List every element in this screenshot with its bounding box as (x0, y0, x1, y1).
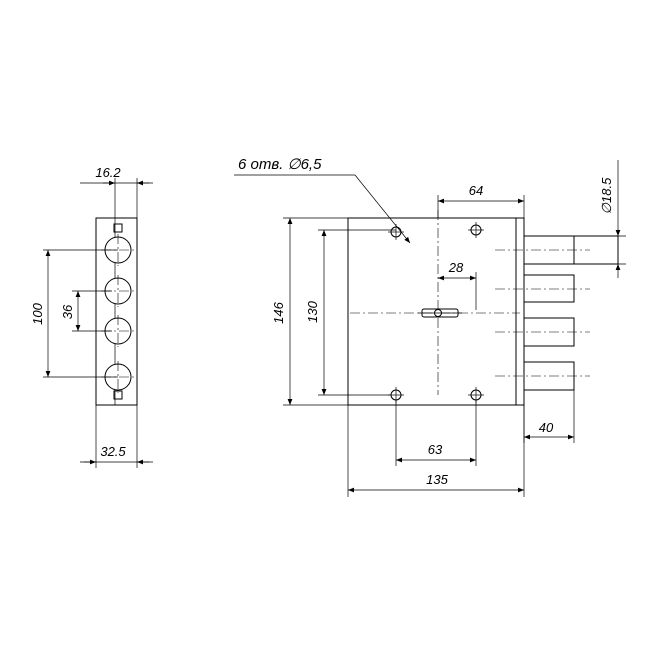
dim-bolt-length-40: 40 (523, 390, 575, 443)
dim-width-63: 63 (395, 400, 477, 466)
dim-height-146: 146 (271, 217, 348, 406)
dim-base-width-label: 32.5 (100, 444, 126, 459)
dim-base-width: 32.5 (80, 405, 153, 468)
dim-top-width-label: 16.2 (95, 165, 121, 180)
hole-note: 6 отв. ∅6,5 (234, 156, 411, 244)
dim-width-63-label: 63 (428, 442, 443, 457)
dim-pitch-36: 36 (60, 290, 112, 332)
mounting-hole (468, 222, 484, 238)
keyhole (418, 308, 462, 318)
lock-body (347, 217, 525, 406)
dim-height-130-label: 130 (305, 300, 320, 322)
hole-note-label: 6 отв. ∅6,5 (238, 156, 322, 173)
dim-width-28: 28 (438, 260, 477, 310)
dim-bolt-diameter-label: ∅18.5 (599, 177, 614, 214)
dim-width-28-label: 28 (448, 260, 464, 275)
dim-bolt-length-40-label: 40 (539, 420, 554, 435)
dim-height-100: 100 (30, 249, 118, 378)
dim-pitch-36-label: 36 (60, 304, 75, 319)
dim-width-64: 64 (437, 183, 525, 218)
front-view: 6 отв. ∅6,5 146 130 64 (234, 156, 626, 497)
side-view: 16.2 100 36 32.5 (30, 165, 153, 468)
dim-width-64-label: 64 (469, 183, 483, 198)
dim-top-width: 16.2 (80, 165, 153, 218)
square-mark-top (113, 223, 123, 233)
bolt (523, 274, 575, 303)
centerlines (350, 249, 590, 377)
dim-height-146-label: 146 (271, 301, 286, 323)
bolts (523, 235, 619, 391)
dim-bolt-diameter: ∅18.5 (599, 160, 626, 278)
dim-height-100-label: 100 (30, 302, 45, 324)
faceplate-body (95, 217, 138, 406)
dim-height-130: 130 (305, 229, 396, 396)
square-mark-bottom (113, 390, 123, 400)
dim-width-135-label: 135 (426, 472, 448, 487)
bolt-circles (101, 234, 135, 393)
mounting-hole (388, 224, 404, 240)
